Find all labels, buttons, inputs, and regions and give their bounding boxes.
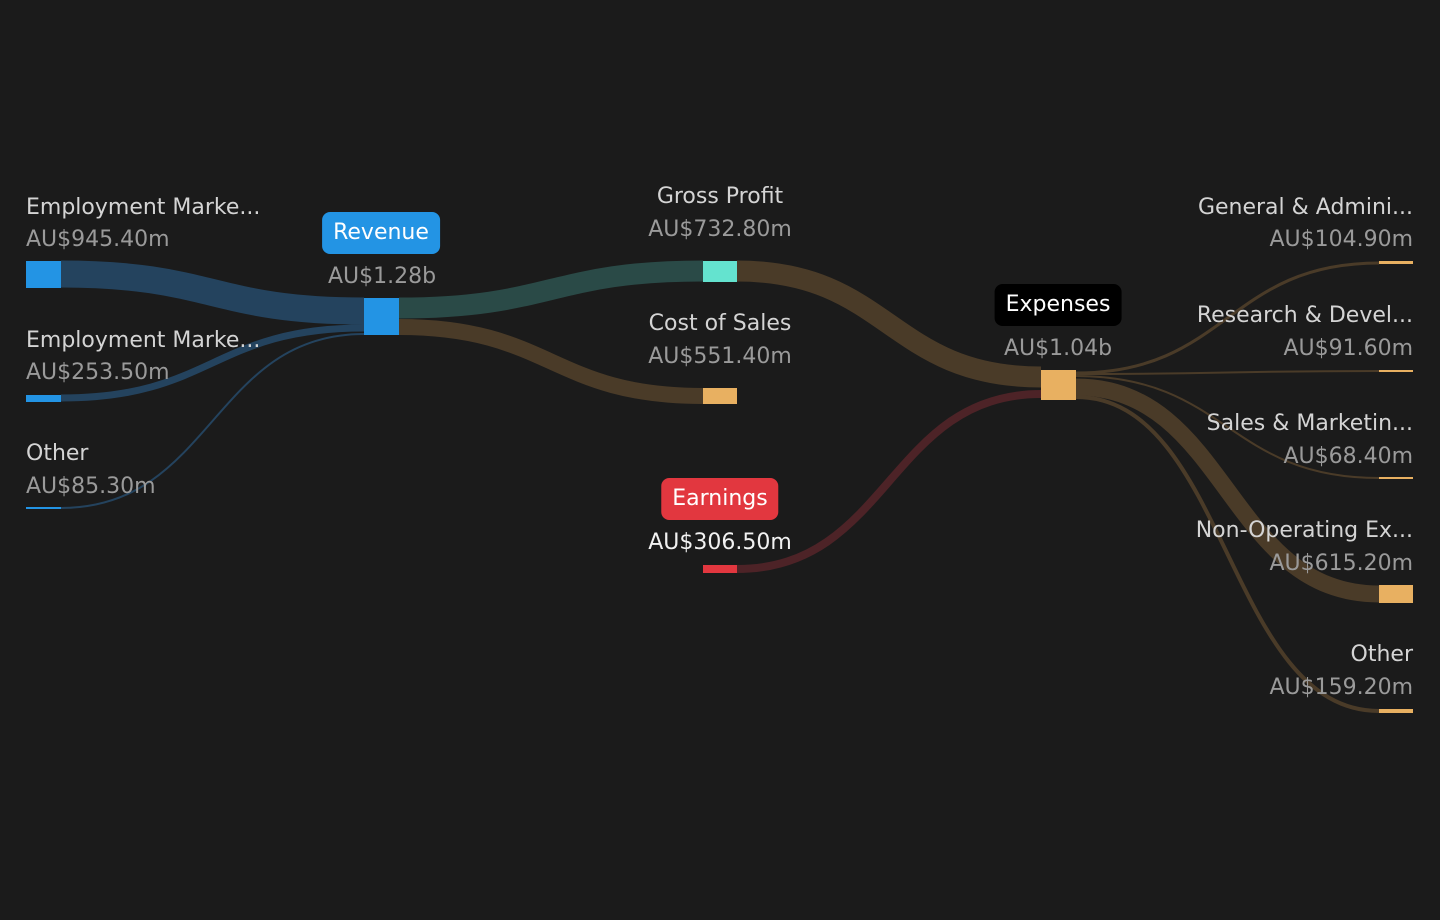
expense-node-research-dev <box>1379 370 1413 372</box>
revenue-badge: Revenue <box>322 212 440 254</box>
expense-node-non-operating <box>1379 585 1413 603</box>
cost-of-sales-value: AU$551.40m <box>648 344 792 369</box>
expense-value-other: AU$159.20m <box>1269 675 1413 700</box>
revenue-value: AU$1.28b <box>327 264 437 289</box>
link-expenses-general-admin <box>1075 261 1380 375</box>
link-expenses-research-dev <box>1075 370 1380 375</box>
earnings-badge: Earnings <box>661 478 779 520</box>
revenue-node <box>364 298 399 335</box>
expense-label-sales-marketing: Sales & Marketin... <box>1206 411 1413 436</box>
expense-node-general-admin <box>1379 261 1413 264</box>
link-gross-profit-expenses <box>736 260 1042 388</box>
earnings-value: AU$306.50m <box>648 530 792 555</box>
expense-node-sales-marketing <box>1379 477 1413 479</box>
expenses-value: AU$1.04b <box>1003 336 1113 361</box>
expenses-badge: Expenses <box>994 284 1122 326</box>
link-expenses-sales-marketing <box>1075 375 1380 479</box>
source-node-employment-2 <box>26 395 61 402</box>
source-value-employment-2: AU$253.50m <box>26 360 170 385</box>
link-employment-1-revenue <box>60 260 365 325</box>
link-employment-2-revenue <box>60 324 365 402</box>
source-node-other <box>26 507 61 509</box>
link-other-revenue <box>60 333 365 509</box>
cost-of-sales-node <box>703 388 737 404</box>
expense-label-general-admin: General & Admini... <box>1197 195 1413 220</box>
source-node-employment-1 <box>26 261 61 288</box>
source-label-employment-2: Employment Marke... <box>26 328 261 353</box>
source-label-other: Other <box>26 441 89 466</box>
link-revenue-gross-profit <box>398 260 704 319</box>
expenses-node <box>1041 370 1076 400</box>
source-value-employment-1: AU$945.40m <box>26 227 170 252</box>
source-value-other: AU$85.30m <box>26 474 156 499</box>
link-expenses-non-operating <box>1075 378 1380 603</box>
earnings-node <box>703 565 737 573</box>
link-revenue-cost-of-sales <box>398 319 704 404</box>
expense-value-sales-marketing: AU$68.40m <box>1283 444 1413 469</box>
gross-profit-value: AU$732.80m <box>648 217 792 242</box>
link-earnings-expenses <box>736 390 1042 573</box>
expense-node-other <box>1379 709 1413 713</box>
expense-label-other: Other <box>1350 642 1413 667</box>
expense-label-non-operating: Non-Operating Ex... <box>1195 518 1413 543</box>
expense-label-research-dev: Research & Devel... <box>1196 303 1413 328</box>
cost-of-sales-label: Cost of Sales <box>648 311 792 336</box>
gross-profit-node <box>703 261 737 282</box>
source-label-employment-1: Employment Marke... <box>26 195 261 220</box>
gross-profit-label: Gross Profit <box>656 184 784 209</box>
expense-value-non-operating: AU$615.20m <box>1269 551 1413 576</box>
expense-value-research-dev: AU$91.60m <box>1283 336 1413 361</box>
expense-value-general-admin: AU$104.90m <box>1269 227 1413 252</box>
link-expenses-other <box>1075 395 1380 713</box>
